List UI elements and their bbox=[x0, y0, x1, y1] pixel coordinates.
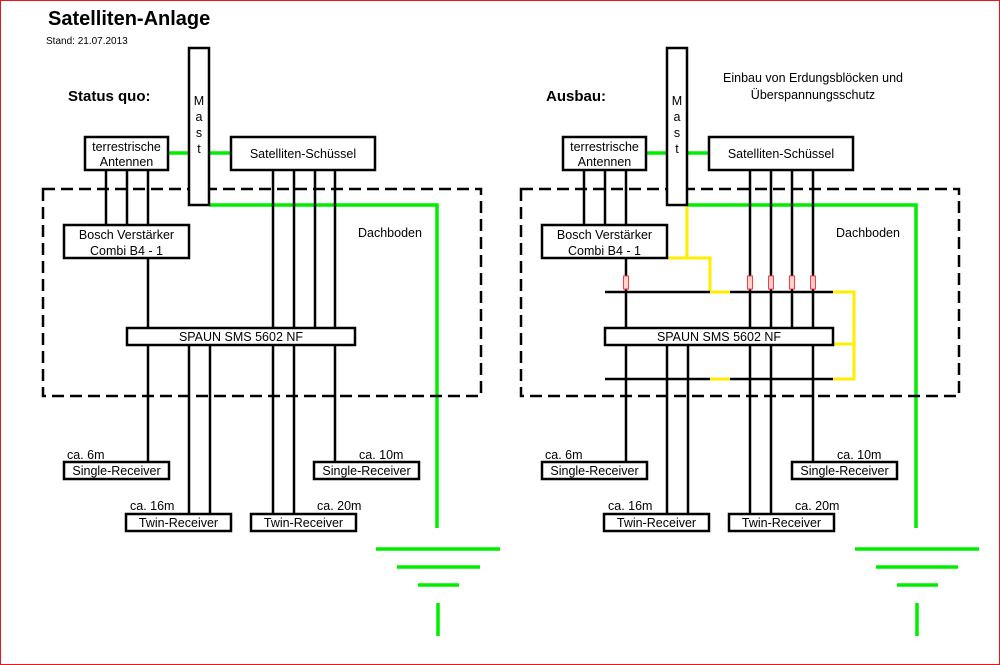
heading-ausbau: Ausbau: bbox=[546, 88, 606, 105]
surge-protector-icon bbox=[810, 275, 816, 290]
mast bbox=[665, 46, 689, 207]
grounding-blocks bbox=[605, 290, 833, 381]
multiswitch: SPAUN SMS 5602 NF bbox=[125, 326, 357, 347]
receiver-single-2: ca. 10m Single-Receiver bbox=[790, 448, 899, 481]
svg-text:s: s bbox=[196, 126, 202, 140]
svg-text:Single-Receiver: Single-Receiver bbox=[550, 464, 638, 478]
svg-text:Single-Receiver: Single-Receiver bbox=[72, 464, 160, 478]
ground-symbol bbox=[855, 547, 979, 636]
svg-text:ca. 16m: ca. 16m bbox=[130, 499, 174, 513]
svg-text:a: a bbox=[196, 110, 203, 124]
svg-text:Bosch Verstärker: Bosch Verstärker bbox=[557, 228, 652, 242]
svg-text:ca. 10m: ca. 10m bbox=[837, 448, 881, 462]
attic-label: Dachboden bbox=[358, 226, 422, 240]
attic-boundary bbox=[519, 187, 961, 398]
satellite-dish: Satelliten-Schüssel bbox=[707, 135, 855, 172]
diagram-title: Satelliten-Anlage bbox=[48, 8, 210, 30]
receiver-single-1: ca. 6m Single-Receiver bbox=[62, 448, 171, 481]
svg-text:Combi B4 - 1: Combi B4 - 1 bbox=[568, 244, 641, 258]
mast-label: M a s t bbox=[194, 94, 204, 156]
receiver-twin-2: ca. 20m Twin-Receiver bbox=[727, 499, 839, 533]
receiver-single-1: ca. 6m Single-Receiver bbox=[540, 448, 649, 481]
receiver-twin-2: ca. 20m Twin-Receiver bbox=[249, 499, 361, 533]
ground-wire bbox=[209, 203, 439, 528]
amplifier: Bosch Verstärker Combi B4 - 1 bbox=[540, 223, 669, 260]
ground-symbol bbox=[376, 547, 500, 636]
surge-protector-icon bbox=[623, 275, 629, 290]
surge-protector-icon bbox=[747, 275, 753, 290]
receiver-twin-1: ca. 16m Twin-Receiver bbox=[124, 499, 233, 533]
svg-text:Bosch Verstärker: Bosch Verstärker bbox=[79, 228, 174, 242]
svg-text:ca. 16m: ca. 16m bbox=[608, 499, 652, 513]
svg-text:Twin-Receiver: Twin-Receiver bbox=[742, 516, 821, 530]
receiver-single-2: ca. 10m Single-Receiver bbox=[312, 448, 421, 481]
mast-label: M a s t bbox=[672, 94, 682, 156]
svg-text:Satelliten-Schüssel: Satelliten-Schüssel bbox=[728, 147, 834, 161]
svg-text:a: a bbox=[674, 110, 681, 124]
grounding-bridge bbox=[667, 205, 856, 381]
svg-text:M: M bbox=[672, 94, 682, 108]
svg-text:Single-Receiver: Single-Receiver bbox=[800, 464, 888, 478]
svg-text:SPAUN SMS 5602 NF: SPAUN SMS 5602 NF bbox=[657, 330, 781, 344]
terrestrial-antennas: terrestrische Antennen bbox=[561, 135, 648, 172]
svg-text:terrestrische: terrestrische bbox=[570, 140, 639, 154]
panel-ausbau: Ausbau: Einbau von Erdungsblöcken und Üb… bbox=[519, 46, 979, 636]
surge-protector-icon bbox=[768, 275, 774, 290]
attic-boundary bbox=[41, 187, 483, 398]
svg-text:ca. 20m: ca. 20m bbox=[317, 499, 361, 513]
svg-text:Antennen: Antennen bbox=[100, 155, 154, 169]
panel-status-quo: Status quo: Dachboden bbox=[41, 46, 500, 636]
multiswitch: SPAUN SMS 5602 NF bbox=[603, 326, 835, 347]
svg-text:Twin-Receiver: Twin-Receiver bbox=[139, 516, 218, 530]
heading-status-quo: Status quo: bbox=[68, 88, 151, 105]
terrestrial-antennas: terrestrische Antennen bbox=[83, 135, 170, 172]
svg-text:ca. 6m: ca. 6m bbox=[67, 448, 105, 462]
svg-text:t: t bbox=[197, 142, 201, 156]
svg-text:Combi B4 - 1: Combi B4 - 1 bbox=[90, 244, 163, 258]
svg-text:Twin-Receiver: Twin-Receiver bbox=[264, 516, 343, 530]
note-line-2: Überspannungsschutz bbox=[751, 88, 875, 102]
mast bbox=[187, 46, 211, 207]
date-label: Stand: 21.07.2013 bbox=[46, 36, 128, 47]
svg-text:Twin-Receiver: Twin-Receiver bbox=[617, 516, 696, 530]
svg-text:ca. 6m: ca. 6m bbox=[545, 448, 583, 462]
svg-text:SPAUN SMS 5602 NF: SPAUN SMS 5602 NF bbox=[179, 330, 303, 344]
svg-text:t: t bbox=[675, 142, 679, 156]
svg-text:ca. 10m: ca. 10m bbox=[359, 448, 403, 462]
surge-protectors bbox=[623, 275, 816, 290]
svg-text:M: M bbox=[194, 94, 204, 108]
ground-wire bbox=[687, 203, 918, 528]
svg-text:Single-Receiver: Single-Receiver bbox=[322, 464, 410, 478]
receiver-twin-1: ca. 16m Twin-Receiver bbox=[602, 499, 711, 533]
note-line-1: Einbau von Erdungsblöcken und bbox=[723, 71, 903, 85]
surge-protector-icon bbox=[789, 275, 795, 290]
svg-text:s: s bbox=[674, 126, 680, 140]
satellite-dish: Satelliten-Schüssel bbox=[229, 135, 377, 172]
amplifier: Bosch Verstärker Combi B4 - 1 bbox=[62, 223, 191, 260]
svg-text:Satelliten-Schüssel: Satelliten-Schüssel bbox=[250, 147, 356, 161]
svg-text:ca. 20m: ca. 20m bbox=[795, 499, 839, 513]
svg-text:terrestrische: terrestrische bbox=[92, 140, 161, 154]
attic-label: Dachboden bbox=[836, 226, 900, 240]
svg-text:Antennen: Antennen bbox=[578, 155, 632, 169]
